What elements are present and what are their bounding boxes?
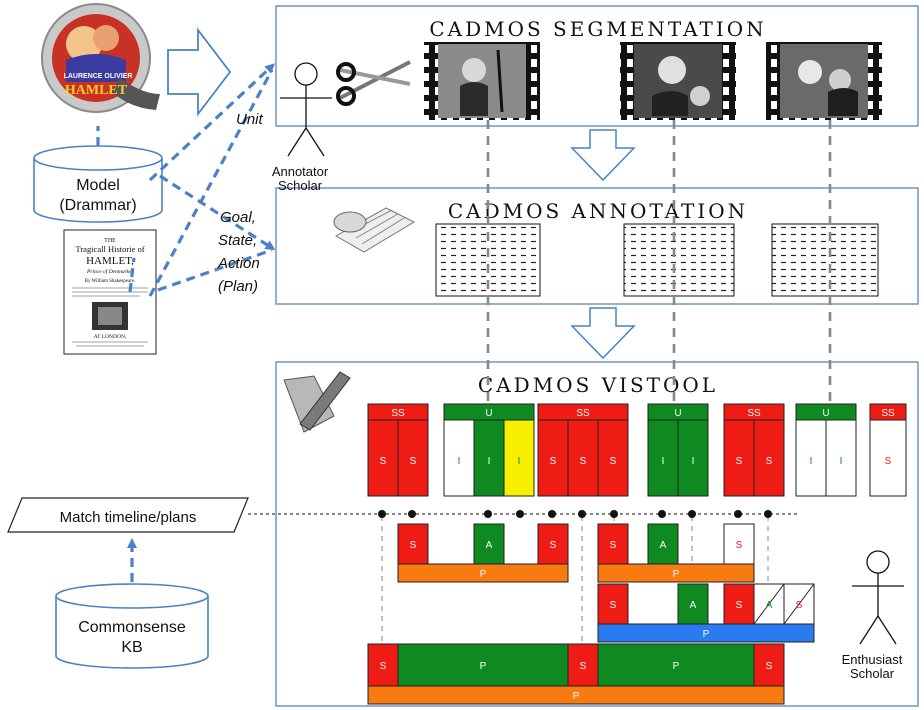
kb-label-1: Commonsense xyxy=(78,619,186,636)
vistool-cells xyxy=(367,419,907,497)
unit-label: Unit xyxy=(236,111,264,128)
down-arrow-2 xyxy=(570,307,636,360)
film-frame-1 xyxy=(424,42,540,120)
model-sub-label: (Drammar) xyxy=(59,197,136,214)
annotation-box-3 xyxy=(771,223,879,297)
book-line-4: Prince of Denmarke. xyxy=(86,268,133,275)
r2-s-2: S xyxy=(736,600,743,611)
film-frame-3 xyxy=(766,42,882,120)
book-line-2: Tragicall Historie of xyxy=(75,244,144,254)
segmentation-title: CADMOS SEGMENTATION xyxy=(429,17,766,41)
r3-p-3: P xyxy=(573,691,580,702)
r3-s-1: S xyxy=(380,661,387,672)
goal-label: Goal, xyxy=(220,209,256,226)
annotator-label: Annotator xyxy=(272,164,329,179)
match-box xyxy=(7,497,249,533)
cell-5: I xyxy=(518,456,521,467)
cell-8: S xyxy=(610,456,617,467)
r3-p-1: P xyxy=(480,661,487,672)
r3-s-3: S xyxy=(766,661,773,672)
annotator-figure xyxy=(280,62,332,157)
cell-10: I xyxy=(692,456,695,467)
poster-title: HAMLET xyxy=(65,83,128,98)
r3-s-2: S xyxy=(580,661,587,672)
cell-7: S xyxy=(580,456,587,467)
header-ss-3: SS xyxy=(747,408,761,419)
r2-a-2: A xyxy=(766,600,773,611)
vistool-app-icon xyxy=(283,371,351,433)
enthusiast-label-2: Scholar xyxy=(850,666,895,681)
header-u-2: U xyxy=(674,408,681,419)
plan-row-1 xyxy=(397,523,755,583)
enthusiast-label: Enthusiast xyxy=(842,652,903,667)
hamlet-book: THE Tragicall Historie of HAMLET, Prince… xyxy=(63,229,157,355)
film-frame-2 xyxy=(620,42,736,120)
cell-3: I xyxy=(458,456,461,467)
header-ss-2: SS xyxy=(576,408,590,419)
kb-database xyxy=(55,583,209,669)
down-arrow-1 xyxy=(570,129,636,182)
poster-name: LAURENCE OLIVIER xyxy=(64,73,133,80)
r2-p: P xyxy=(703,629,710,640)
cell-12: S xyxy=(766,456,773,467)
enthusiast-figure xyxy=(852,550,904,645)
cell-11: S xyxy=(736,456,743,467)
r2-a-1: A xyxy=(690,600,697,611)
dashed-connectors xyxy=(96,63,276,297)
hamlet-poster: LAURENCE OLIVIER HAMLET xyxy=(41,3,160,113)
cell-13: I xyxy=(810,456,813,467)
scissors-icon xyxy=(336,60,411,106)
cell-14: I xyxy=(840,456,843,467)
annotation-title: CADMOS ANNOTATION xyxy=(448,199,748,223)
right-block-arrow xyxy=(167,27,232,117)
book-line-1: THE xyxy=(104,238,116,244)
cell-15: S xyxy=(885,456,892,467)
annotator-label-2: Scholar xyxy=(278,178,323,193)
timeline-dots xyxy=(378,510,772,518)
vistool-title: CADMOS VISTOOL xyxy=(478,373,718,397)
annotation-box-2 xyxy=(623,223,735,297)
match-label: Match timeline/plans xyxy=(60,509,197,526)
book-line-5: By William Shakespeare. xyxy=(85,279,136,284)
header-u-1: U xyxy=(485,408,492,419)
header-ss-4: SS xyxy=(881,408,895,419)
header-ss-1: SS xyxy=(391,408,405,419)
cell-9: I xyxy=(662,456,665,467)
plan-label: (Plan) xyxy=(218,278,258,295)
action-label: Action xyxy=(217,255,260,272)
model-label: Model xyxy=(76,177,120,194)
cell-6: S xyxy=(550,456,557,467)
model-database xyxy=(33,145,163,223)
cell-2: S xyxy=(410,456,417,467)
r1-p-1: P xyxy=(480,569,487,580)
r2-s-1: S xyxy=(610,600,617,611)
typing-hand-icon xyxy=(333,207,416,253)
book-line-6: AT LONDON, xyxy=(94,334,127,340)
r1-s-1: S xyxy=(410,540,417,551)
plan-row-2 xyxy=(597,583,815,643)
r1-p-2: P xyxy=(673,569,680,580)
cell-1: S xyxy=(380,456,387,467)
r1-s-3: S xyxy=(610,540,617,551)
r2-s-3: S xyxy=(796,600,803,611)
vistool-cell-labels: S S I I I S S S I I S S I I S xyxy=(380,456,892,467)
cell-4: I xyxy=(488,456,491,467)
book-line-3: HAMLET, xyxy=(86,255,134,267)
kb-label-2: KB xyxy=(121,639,142,656)
header-u-3: U xyxy=(822,408,829,419)
r1-s-4: S xyxy=(736,540,743,551)
r1-a-1: A xyxy=(486,540,493,551)
r1-a-2: A xyxy=(660,540,667,551)
plan-row-3 xyxy=(367,643,785,705)
state-label: State, xyxy=(218,232,257,249)
r3-p-2: P xyxy=(673,661,680,672)
r1-s-2: S xyxy=(550,540,557,551)
